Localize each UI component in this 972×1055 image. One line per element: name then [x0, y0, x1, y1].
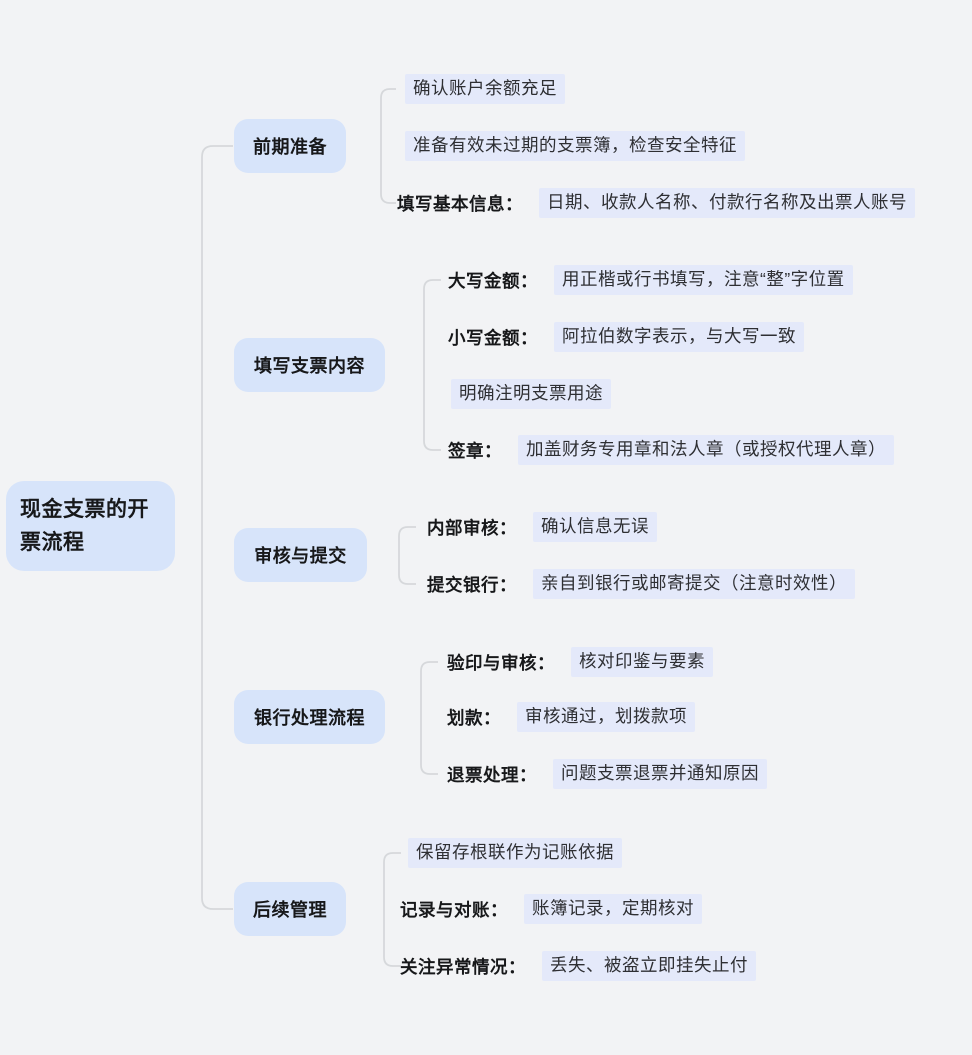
leaf-row[interactable]: 内部审核： 确认信息无误	[427, 512, 657, 542]
leaf-label: 提交银行：	[427, 574, 517, 595]
leaf-label: 填写基本信息：	[397, 193, 523, 214]
leaf-content: 问题支票退票并通知原因	[553, 759, 767, 789]
leaf-content: 准备有效未过期的支票簿，检查安全特征	[405, 131, 745, 161]
branch-node-label: 填写支票内容	[254, 356, 365, 376]
leaf-row[interactable]: 记录与对账： 账簿记录，定期核对	[400, 894, 702, 924]
leaf-row[interactable]: 验印与审核： 核对印鉴与要素	[447, 647, 713, 677]
leaf-row[interactable]: 小写金额： 阿拉伯数字表示，与大写一致	[448, 322, 804, 352]
branch-node-preparation[interactable]: 前期准备	[234, 119, 346, 173]
leaf-row[interactable]: 准备有效未过期的支票簿，检查安全特征	[405, 131, 745, 161]
leaf-content: 账簿记录，定期核对	[524, 894, 702, 924]
leaf-label: 签章：	[448, 440, 502, 461]
leaf-content: 核对印鉴与要素	[571, 647, 713, 677]
leaf-content: 亲自到银行或邮寄提交（注意时效性）	[533, 569, 855, 599]
root-node[interactable]: 现金支票的开票流程	[6, 481, 175, 571]
leaf-content: 阿拉伯数字表示，与大写一致	[554, 322, 804, 352]
branch-node-label: 审核与提交	[254, 546, 347, 566]
leaf-label: 记录与对账：	[400, 899, 508, 920]
branch-node-label: 后续管理	[253, 900, 327, 920]
leaf-content: 明确注明支票用途	[451, 379, 611, 409]
leaf-content: 确认账户余额充足	[405, 74, 565, 104]
leaf-label: 验印与审核：	[447, 652, 555, 673]
branch-node-bank-process[interactable]: 银行处理流程	[234, 690, 385, 744]
root-node-label: 现金支票的开票流程	[20, 498, 149, 554]
leaf-content: 用正楷或行书填写，注意“整”字位置	[554, 265, 853, 295]
leaf-row[interactable]: 划款： 审核通过，划拨款项	[447, 702, 695, 732]
branch3-bracket	[398, 526, 416, 585]
leaf-label: 划款：	[447, 707, 501, 728]
leaf-label: 大写金额：	[448, 270, 538, 291]
leaf-row[interactable]: 确认账户余额充足	[405, 74, 565, 104]
leaf-content: 审核通过，划拨款项	[517, 702, 695, 732]
branch5-bracket	[383, 852, 401, 967]
leaf-row[interactable]: 保留存根联作为记账依据	[408, 838, 622, 868]
leaf-content: 保留存根联作为记账依据	[408, 838, 622, 868]
leaf-content: 丢失、被盗立即挂失止付	[542, 951, 756, 981]
leaf-row[interactable]: 明确注明支票用途	[451, 379, 611, 409]
branch-node-review-submit[interactable]: 审核与提交	[234, 528, 367, 582]
leaf-row[interactable]: 退票处理： 问题支票退票并通知原因	[447, 759, 767, 789]
leaf-row[interactable]: 提交银行： 亲自到银行或邮寄提交（注意时效性）	[427, 569, 855, 599]
leaf-row[interactable]: 填写基本信息： 日期、收款人名称、付款行名称及出票人账号	[397, 188, 915, 218]
branch2-bracket	[423, 279, 441, 451]
branch-node-label: 银行处理流程	[254, 708, 365, 728]
branch4-bracket	[420, 661, 438, 775]
branch-node-fill-content[interactable]: 填写支票内容	[234, 338, 385, 392]
leaf-row[interactable]: 大写金额： 用正楷或行书填写，注意“整”字位置	[448, 265, 853, 295]
leaf-label: 退票处理：	[447, 764, 537, 785]
branch1-bracket	[380, 88, 396, 204]
leaf-content: 加盖财务专用章和法人章（或授权代理人章）	[518, 435, 894, 465]
branch-node-follow-up[interactable]: 后续管理	[234, 882, 346, 936]
leaf-content: 日期、收款人名称、付款行名称及出票人账号	[539, 188, 915, 218]
leaf-label: 关注异常情况：	[400, 956, 526, 977]
leaf-label: 内部审核：	[427, 517, 517, 538]
leaf-content: 确认信息无误	[533, 512, 657, 542]
branch-node-label: 前期准备	[253, 137, 327, 157]
leaf-row[interactable]: 关注异常情况： 丢失、被盗立即挂失止付	[400, 951, 756, 981]
leaf-label: 小写金额：	[448, 327, 538, 348]
leaf-row[interactable]: 签章： 加盖财务专用章和法人章（或授权代理人章）	[448, 435, 894, 465]
trunk-connector	[201, 145, 233, 910]
